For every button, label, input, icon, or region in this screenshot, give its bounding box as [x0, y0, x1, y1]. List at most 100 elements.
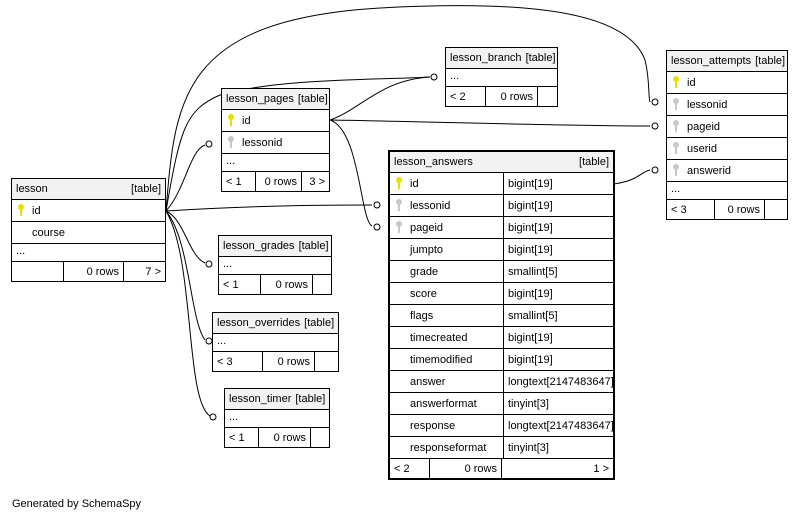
- table-lesson[interactable]: lesson [table] id course ... 0 rows 7 >: [11, 178, 166, 282]
- column-row[interactable]: course: [12, 222, 165, 244]
- table-lesson-attempts[interactable]: lesson_attempts [table] id lessonid page…: [666, 50, 788, 220]
- generated-by-label: Generated by SchemaSpy: [12, 498, 142, 510]
- column-row[interactable]: score bigint[19]: [390, 283, 613, 305]
- column-name: score: [410, 287, 437, 300]
- column-type: longtext[2147483647]: [503, 371, 614, 392]
- column-name: lessonid: [687, 98, 728, 111]
- primary-key-icon: [390, 177, 408, 190]
- parent-count: < 1: [222, 172, 256, 191]
- column-name: responseformat: [410, 441, 487, 454]
- column-type: bigint[19]: [503, 195, 613, 216]
- table-header: lesson_attempts [table]: [667, 51, 787, 72]
- table-footer: 0 rows 7 >: [12, 262, 165, 281]
- foreign-key-icon: [222, 136, 240, 149]
- column-row[interactable]: id: [667, 72, 787, 94]
- foreign-key-icon: [390, 221, 408, 234]
- column-type: bigint[19]: [503, 327, 613, 348]
- column-name: id: [242, 114, 251, 127]
- table-name: lesson: [16, 183, 48, 195]
- edge-pages-attempts: [329, 119, 651, 127]
- table-kind: [table]: [297, 93, 328, 105]
- primary-key-icon: [222, 114, 240, 127]
- column-row[interactable]: pageid: [667, 116, 787, 138]
- column-name: userid: [687, 142, 717, 155]
- more-columns: ...: [12, 244, 165, 262]
- table-name: lesson_grades: [223, 240, 295, 252]
- column-row[interactable]: lessonid: [667, 94, 787, 116]
- edge-end-dot: [651, 166, 659, 174]
- table-kind: [table]: [755, 55, 786, 67]
- foreign-key-icon: [667, 98, 685, 111]
- column-type: tinyint[3]: [503, 393, 613, 414]
- edge-end-dot: [205, 260, 213, 268]
- table-kind: [table]: [298, 240, 329, 252]
- column-name: response: [410, 419, 456, 432]
- column-name: answerformat: [410, 397, 477, 410]
- child-count: 7 >: [145, 265, 161, 278]
- column-type: smallint[5]: [503, 261, 613, 282]
- column-type: bigint[19]: [503, 283, 613, 304]
- column-row[interactable]: answerformat tinyint[3]: [390, 393, 613, 415]
- table-footer: < 2 0 rows 1 >: [390, 459, 613, 478]
- column-row[interactable]: jumpto bigint[19]: [390, 239, 613, 261]
- table-name: lesson_attempts: [671, 55, 752, 67]
- table-lesson-timer[interactable]: lesson_timer [table] ... < 1 0 rows: [224, 388, 330, 448]
- table-lesson-branch[interactable]: lesson_branch [table] ... < 2 0 rows: [445, 47, 558, 107]
- table-header: lesson_timer [table]: [225, 389, 329, 410]
- column-row[interactable]: id: [12, 200, 165, 222]
- primary-key-icon: [667, 76, 685, 89]
- column-name: flags: [410, 309, 434, 322]
- column-name: lessonid: [410, 199, 451, 212]
- table-header: lesson_grades [table]: [219, 236, 331, 257]
- column-name: lessonid: [242, 136, 283, 149]
- table-header: lesson [table]: [12, 179, 165, 200]
- child-count: [311, 428, 329, 447]
- row-count: 0 rows: [430, 459, 502, 478]
- column-name: id: [687, 76, 696, 89]
- column-row[interactable]: pageid bigint[19]: [390, 217, 613, 239]
- edge-lesson-answers: [165, 204, 373, 212]
- table-lesson-overrides[interactable]: lesson_overrides [table] ... < 3 0 rows: [212, 312, 339, 372]
- column-row[interactable]: userid: [667, 138, 787, 160]
- column-name: pageid: [687, 120, 721, 133]
- column-name: jumpto: [410, 243, 444, 256]
- row-count: 0 rows: [486, 87, 538, 106]
- more-columns: ...: [213, 334, 338, 352]
- foreign-key-icon: [390, 199, 408, 212]
- column-row[interactable]: id: [222, 110, 329, 132]
- parent-count: < 2: [390, 459, 430, 478]
- column-row[interactable]: lessonid: [222, 132, 329, 154]
- parent-count: < 2: [446, 87, 486, 106]
- table-lesson-pages[interactable]: lesson_pages [table] id lessonid ... < 1…: [221, 88, 330, 192]
- child-count: [765, 200, 787, 219]
- column-row[interactable]: answerid: [667, 160, 787, 182]
- column-name: id: [410, 177, 419, 190]
- table-footer: < 2 0 rows: [446, 87, 557, 106]
- column-type: bigint[19]: [503, 239, 613, 260]
- column-name: pageid: [410, 221, 444, 234]
- column-name: timemodified: [410, 353, 473, 366]
- edge-end-dot: [651, 122, 659, 130]
- column-row[interactable]: lessonid bigint[19]: [390, 195, 613, 217]
- table-kind: [table]: [304, 317, 335, 329]
- edge-lesson-grades: [165, 210, 206, 264]
- column-type: bigint[19]: [503, 217, 613, 238]
- parent-count: < 1: [219, 275, 261, 294]
- table-lesson-grades[interactable]: lesson_grades [table] ... < 1 0 rows: [218, 235, 332, 295]
- table-name: lesson_pages: [226, 93, 294, 105]
- edge-end-dot: [205, 140, 213, 148]
- table-footer: < 3 0 rows: [667, 200, 787, 219]
- table-footer: < 3 0 rows: [213, 352, 338, 371]
- table-footer: < 1 0 rows: [225, 428, 329, 447]
- more-columns: ...: [222, 154, 329, 172]
- parent-count: < 1: [225, 428, 259, 447]
